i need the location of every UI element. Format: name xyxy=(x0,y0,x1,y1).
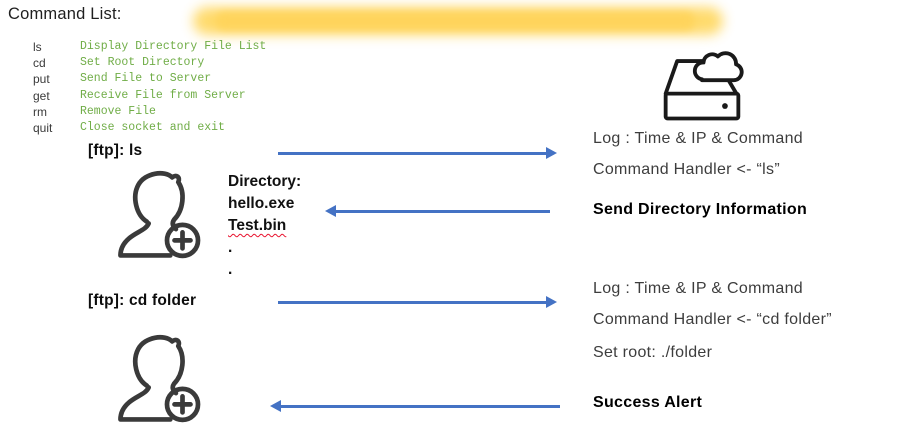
command-description: Receive File from Server xyxy=(80,88,246,102)
highlighter-mark-core xyxy=(215,12,695,30)
plus-icon xyxy=(172,394,193,415)
command-description: Display Directory File List xyxy=(80,40,267,53)
directory-line: . xyxy=(228,239,233,256)
command-row: put Send File to Server xyxy=(33,71,266,87)
command-row: rm Remove File xyxy=(33,104,266,120)
server-log-line: Command Handler <- “cd folder” xyxy=(593,311,832,328)
directory-line: . xyxy=(228,261,233,278)
command-name: quit xyxy=(33,121,53,136)
add-user-icon xyxy=(112,332,206,423)
command-description: Remove File xyxy=(80,104,156,118)
plus-icon xyxy=(172,230,193,251)
command-row: get Receive File from Server xyxy=(33,88,266,104)
command-row: ls Display Directory File List xyxy=(33,39,266,55)
response-arrow-directory xyxy=(325,205,550,217)
directory-line: Test.bin xyxy=(228,215,301,237)
command-name: rm xyxy=(33,104,47,119)
server-log-line: Log : Time & IP & Command xyxy=(593,130,803,147)
server-set-root-line: Set root: ./folder xyxy=(593,344,713,361)
cloud-storage-server-icon xyxy=(658,45,746,125)
command-row: cd Set Root Directory xyxy=(33,55,266,71)
directory-line-misspelled: Test.bin xyxy=(228,217,287,234)
command-description: Send File to Server xyxy=(80,72,212,86)
directory-line: Directory: xyxy=(228,173,302,190)
server-log-line: Log : Time & IP & Command xyxy=(593,280,803,297)
server-log-line: Command Handler <- “ls” xyxy=(593,161,780,178)
command-name: ls xyxy=(33,40,42,54)
command-row: quit Close socket and exit xyxy=(33,120,266,136)
directory-listing: Directory: hello.exe Test.bin . . xyxy=(228,171,301,281)
server-response-label: Send Directory Information xyxy=(593,201,808,218)
command-description: Set Root Directory xyxy=(80,56,205,70)
command-name: get xyxy=(33,88,50,103)
add-user-icon xyxy=(112,168,206,262)
client-command-ls: [ftp]: ls xyxy=(88,142,143,159)
client-command-cd: [ftp]: cd folder xyxy=(88,292,197,309)
command-description: Close socket and exit xyxy=(80,121,225,135)
page-title: Command List: xyxy=(8,5,122,23)
server-response-label: Success Alert xyxy=(593,394,703,411)
request-arrow-cd xyxy=(278,296,557,308)
command-name: put xyxy=(33,72,50,87)
command-list: ls Display Directory File List cd Set Ro… xyxy=(33,39,266,136)
request-arrow-ls xyxy=(278,147,557,159)
directory-line: hello.exe xyxy=(228,195,295,212)
command-name: cd xyxy=(33,56,46,71)
response-arrow-success xyxy=(270,400,560,412)
